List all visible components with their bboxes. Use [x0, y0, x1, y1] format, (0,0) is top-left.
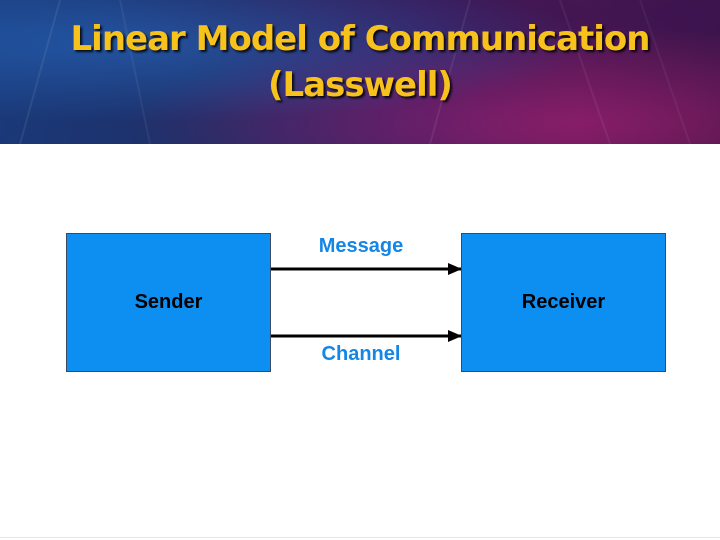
receiver-label: Receiver: [521, 291, 606, 313]
banner-decoration: [19, 0, 691, 144]
sender-label: Sender: [134, 291, 203, 313]
footer-divider: [0, 537, 720, 538]
message-label: Message: [318, 235, 404, 257]
channel-label: Channel: [321, 343, 401, 365]
slide-title-line-2: (Lasswell): [268, 65, 453, 105]
sender-box: Sender: [66, 233, 271, 372]
title-banner: Linear Model of Communication (Lasswell): [0, 0, 720, 144]
receiver-box: Receiver: [461, 233, 666, 372]
slide-title-line-1: Linear Model of Communication: [70, 19, 651, 59]
slide-title: Linear Model of Communication (Lasswell): [0, 16, 720, 108]
